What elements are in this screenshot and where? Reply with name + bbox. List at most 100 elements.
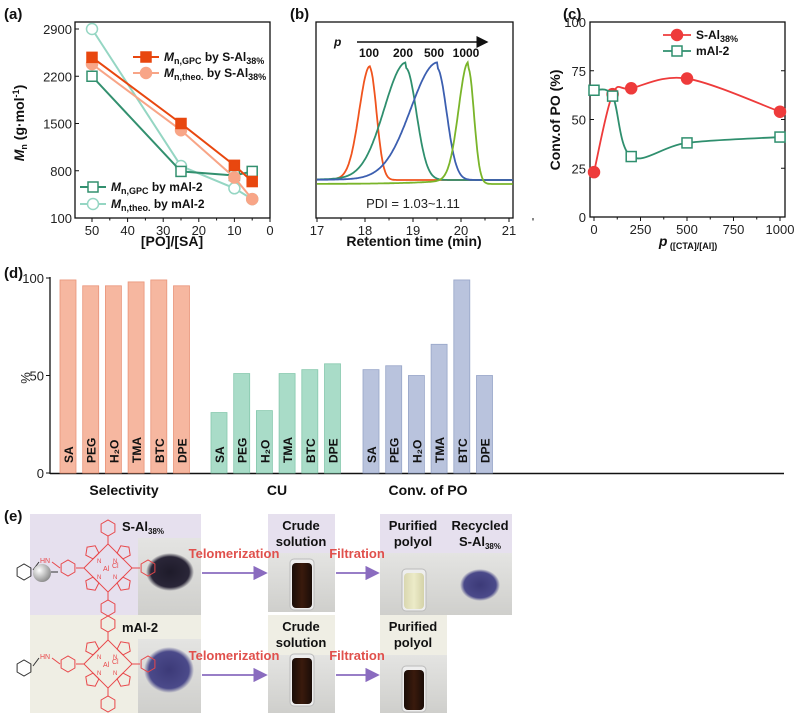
panel-label-c: (c)	[563, 6, 581, 23]
label-crude-solution: solution	[276, 635, 327, 650]
amine-label: HN	[40, 558, 50, 565]
label-crude-solution: Crude	[282, 518, 320, 533]
p-value-label: 200	[393, 46, 413, 60]
label-crude-solution: solution	[276, 534, 327, 549]
header-box	[380, 615, 447, 655]
bar-selectivity-5	[173, 285, 190, 474]
label-purified-polyol: polyol	[394, 635, 432, 650]
label-recycled-catalyst: S-Al38%	[459, 534, 501, 551]
label-purified-polyol: Purified	[389, 619, 437, 634]
data-point-a	[175, 165, 187, 178]
y-tick-label-c: 75	[572, 64, 586, 79]
data-point-c	[625, 150, 637, 163]
amine-label: HN	[40, 654, 50, 661]
x-tick-label-b: 18	[358, 223, 372, 238]
pyrrole-ring	[85, 672, 100, 687]
chlorine-atom: Cl	[112, 659, 119, 666]
text-part: M	[111, 180, 122, 194]
purified-vial-bottom	[404, 670, 424, 710]
data-point-a	[85, 22, 99, 36]
y-tick-label-a: 800	[50, 164, 72, 179]
x-tick-label-c: 1000	[766, 222, 795, 237]
bar-conv-of-po-4	[453, 279, 471, 474]
data-point-a	[245, 192, 259, 206]
group-label: Conv. of PO	[388, 482, 467, 498]
amine-bond	[51, 657, 61, 665]
series-line-a	[91, 56, 253, 183]
benzyl-bond	[32, 561, 40, 571]
p-value-label: 500	[424, 46, 444, 60]
pyrrole-ring	[85, 576, 100, 591]
x-tick-label-a: 40	[120, 223, 134, 238]
y-tick-label-c: 100	[564, 15, 586, 30]
purified-vial-top	[404, 573, 424, 609]
gpc-trace-100	[317, 65, 513, 181]
y-tick-label-c: 0	[579, 210, 586, 225]
data-point-c	[588, 84, 600, 96]
data-point-c	[773, 105, 787, 118]
plot-b-frame	[315, 21, 514, 219]
text-part: M	[164, 50, 175, 64]
bar-conv-of-po-3	[430, 343, 448, 474]
text-part: n,GPC	[174, 56, 202, 66]
bar-category-label: SA	[62, 446, 76, 463]
plot-a-frame	[74, 21, 271, 219]
pyrrole-ring	[85, 545, 100, 560]
nitrogen-atom: N	[113, 575, 117, 581]
legend-entry-a: Mn,theo. by mAl-2	[111, 197, 205, 213]
x-tick-label-c: 750	[723, 222, 745, 237]
y-axis-title-a: Mn (g·mol-1)	[11, 85, 29, 162]
x-axis-title-c: p ([CTA]/[Al])	[658, 233, 717, 251]
nitrogen-atom: N	[113, 671, 117, 677]
bar-cu-0	[210, 412, 228, 474]
x-tick-label-b: 21	[502, 223, 516, 238]
bar-category-label: H₂O	[410, 440, 424, 463]
text-part: by mAl-2	[149, 180, 203, 194]
text-part: 38%	[148, 527, 164, 536]
nitrogen-atom: N	[113, 559, 117, 565]
label-telomerization: Telomerization	[189, 648, 280, 663]
label-purified-polyol: Purified	[389, 518, 437, 533]
x-axis-title-a: [PO]/[SA]	[141, 233, 203, 249]
phenyl-ring	[140, 559, 156, 577]
x-tick-label-a: 30	[156, 223, 170, 238]
y-tick-label-a: 100	[50, 211, 72, 226]
pyrrole-ring	[116, 672, 131, 687]
y-tick-label-a: 1500	[43, 117, 72, 132]
data-point-a	[246, 175, 258, 188]
bar-category-label: TMA	[130, 437, 144, 463]
aluminum-atom: Al	[103, 662, 110, 669]
bar-category-label: H₂O	[258, 440, 272, 463]
text-part: (g·mol	[11, 97, 27, 144]
nitrogen-atom: N	[97, 575, 101, 581]
x-axis-title-b: Retention time (min)	[346, 233, 481, 249]
polymer-support-sphere	[33, 564, 51, 582]
bar-category-label: DPE	[327, 438, 341, 463]
data-point-a	[246, 165, 258, 178]
x-tick-label-a: 50	[85, 223, 99, 238]
p-arrow-label: p	[333, 35, 341, 49]
text-part: M	[11, 149, 27, 161]
text-part: n,theo.	[174, 72, 204, 82]
benzyl-bond	[32, 657, 40, 667]
x-tick-label-a: 20	[192, 223, 206, 238]
blue-powder	[144, 647, 194, 693]
bar-category-label: PEG	[85, 438, 99, 463]
legend-marker	[670, 28, 684, 42]
panel-label-b: (b)	[290, 6, 309, 23]
benzyl-ring	[16, 563, 32, 581]
text-part: 38%	[720, 34, 738, 44]
header-box	[268, 615, 335, 655]
panel-label-a: (a)	[4, 6, 22, 23]
text-part: by S-Al	[202, 50, 247, 64]
phenyl-ring	[100, 695, 116, 713]
label-filtration: Filtration	[329, 648, 385, 663]
phenyl-ring	[100, 615, 116, 633]
bar-selectivity-2	[105, 285, 122, 474]
bar-category-label: TMA	[433, 437, 447, 463]
legend-marker	[671, 45, 683, 57]
bar-category-label: PEG	[236, 438, 250, 463]
nitrogen-atom: N	[97, 655, 101, 661]
